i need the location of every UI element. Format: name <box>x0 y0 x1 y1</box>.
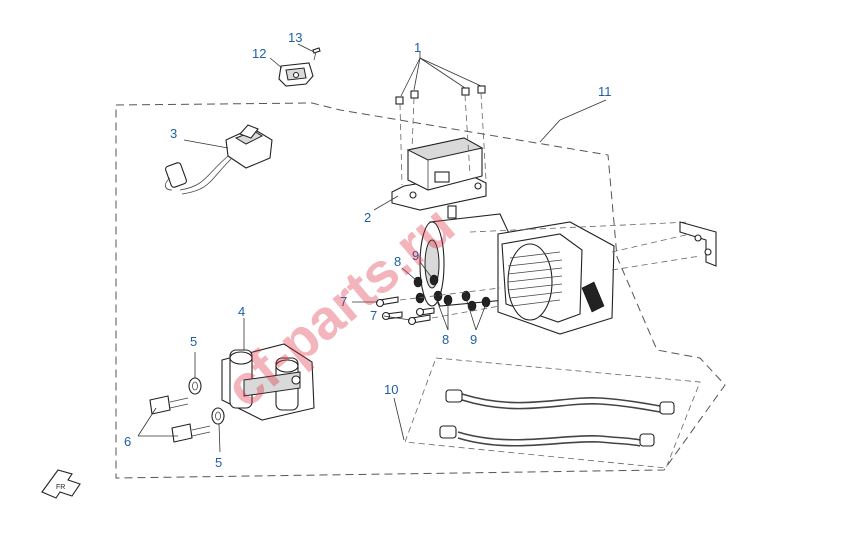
callout-8-bottom: 8 <box>442 332 449 347</box>
callout-1: 1 <box>414 40 421 55</box>
callout-9-bottom: 9 <box>470 332 477 347</box>
screw-13 <box>312 47 321 61</box>
assembly-boundary <box>115 102 726 479</box>
handlebar-switch-3 <box>164 124 273 195</box>
callout-3: 3 <box>170 126 177 141</box>
fairlead-4 <box>221 343 315 421</box>
washers-5 <box>188 377 225 425</box>
switch-cover-12 <box>278 62 314 87</box>
mount-bracket <box>679 221 717 267</box>
callout-5-bottom: 5 <box>215 455 222 470</box>
leader-lines <box>137 43 607 453</box>
callout-9-top: 9 <box>412 248 419 263</box>
bolts-6 <box>149 395 211 443</box>
contactor-box-2 <box>391 137 487 211</box>
callout-11: 11 <box>598 84 612 99</box>
callout-5-top: 5 <box>190 334 197 349</box>
wire-kit-boundary <box>404 357 701 469</box>
callout-6: 6 <box>124 434 131 449</box>
callout-10: 10 <box>384 382 398 397</box>
callout-4: 4 <box>238 304 245 319</box>
svg-text:FR: FR <box>56 484 65 491</box>
watermark: cf-parts.ru <box>213 193 466 419</box>
callout-8-top: 8 <box>394 254 401 269</box>
cables-10 <box>439 389 675 447</box>
callout-12: 12 <box>252 46 266 61</box>
winch-11 <box>419 205 701 335</box>
bolts-1 <box>395 85 487 186</box>
front-direction-arrow-icon: FR <box>41 469 81 499</box>
callout-2: 2 <box>364 210 371 225</box>
callout-13: 13 <box>288 30 302 45</box>
callout-7-top: 7 <box>340 294 347 309</box>
callout-7-bottom: 7 <box>370 308 377 323</box>
